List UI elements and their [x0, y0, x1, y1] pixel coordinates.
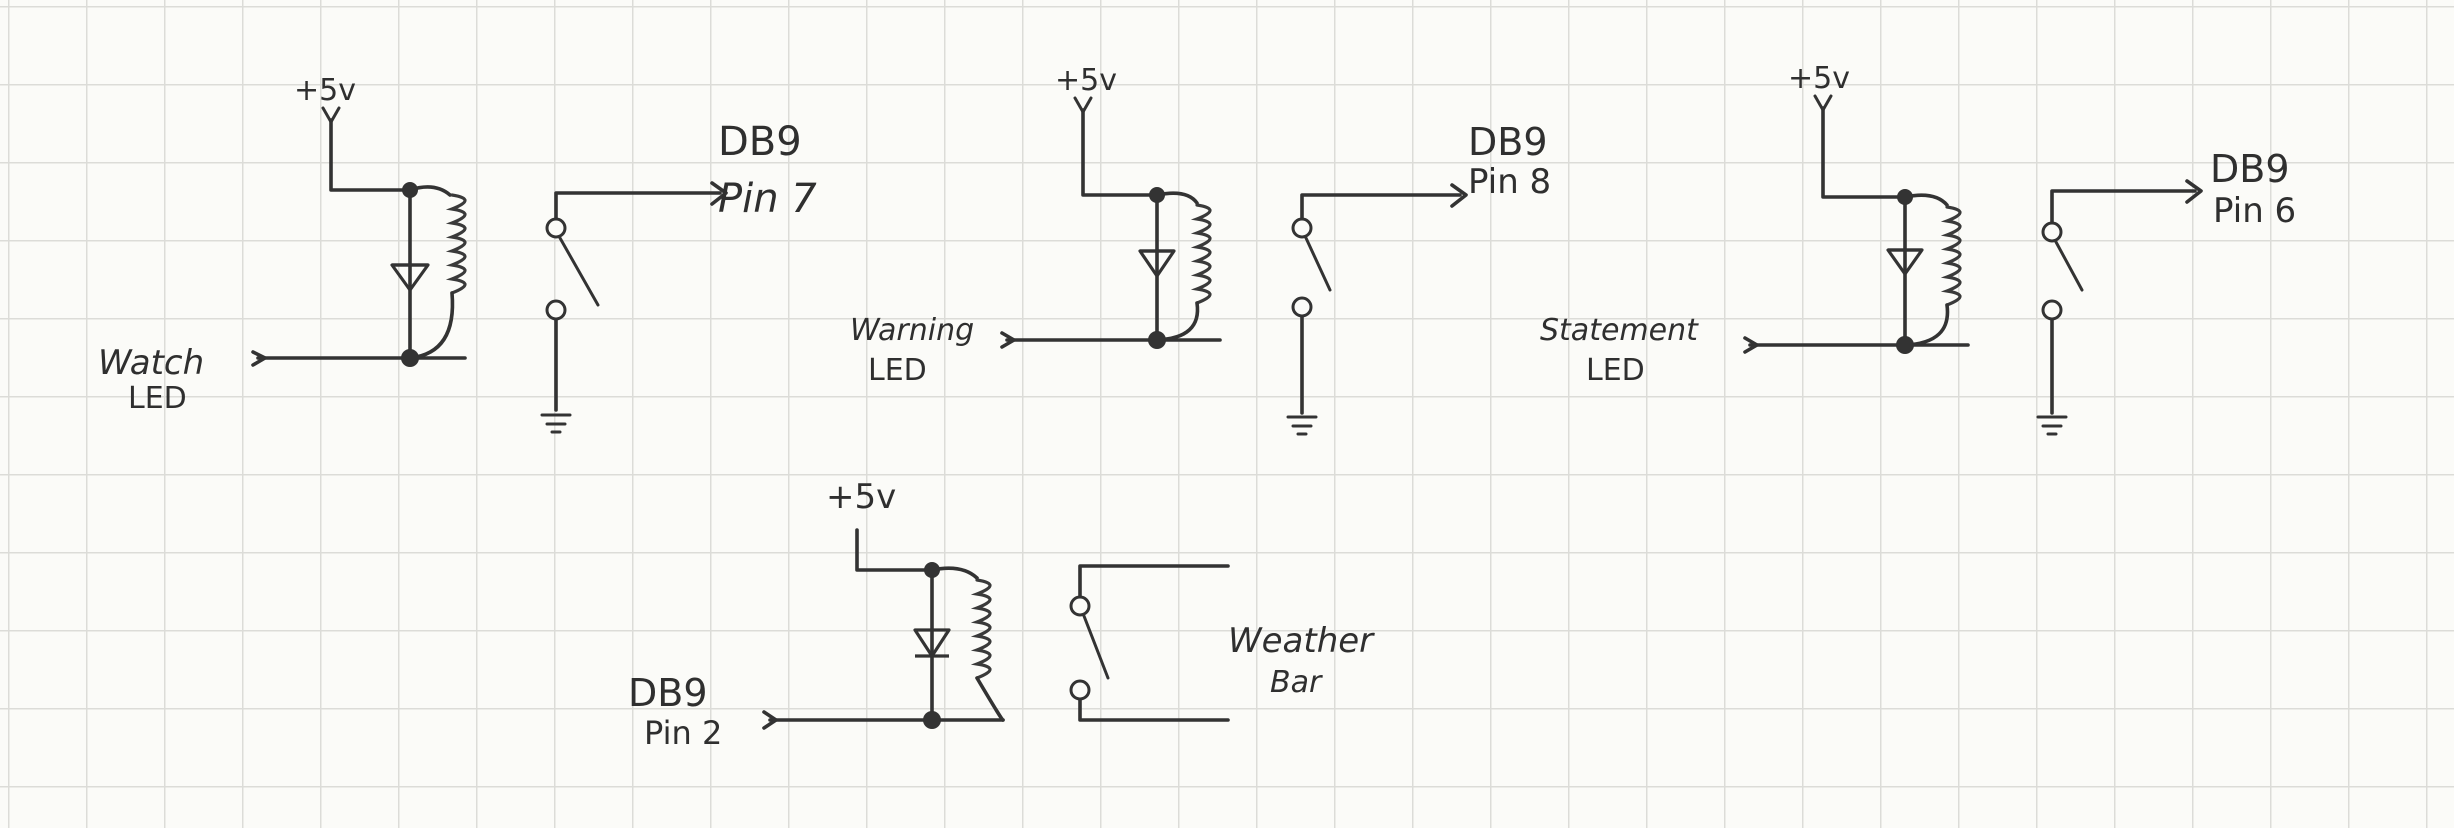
- relay-switch-watch: [540, 181, 728, 434]
- supply-label-statement: +5v: [1788, 61, 1850, 96]
- junction-weatherbar-top: [924, 562, 940, 578]
- input-label-weatherbar: DB9: [628, 671, 708, 715]
- junction-statement-top: [1897, 189, 1913, 205]
- supply-label-weatherbar: +5v: [826, 477, 896, 517]
- supply-label-watch: +5v: [294, 73, 356, 108]
- coil-weatherbar: [975, 578, 992, 680]
- junction-watch-top: [402, 182, 418, 198]
- relay-switch-statement: [2036, 179, 2203, 436]
- input-sub-statement: LED: [1586, 353, 1645, 388]
- junction-warning-bottom: [1148, 331, 1166, 349]
- relay-switch-warning: [1286, 183, 1468, 436]
- input-sub-weatherbar: Pin 2: [644, 714, 722, 752]
- diode-watch: [390, 263, 430, 292]
- junction-weatherbar-bottom: [923, 711, 941, 729]
- circuit-warning: +5v Warning LED DB9 Pin 8: [850, 63, 1551, 436]
- diode-warning: [1138, 249, 1176, 278]
- output-sub-statement: Pin 6: [2213, 191, 2296, 231]
- ground-symbol-watch: [540, 413, 572, 434]
- input-label-watch: Watch: [98, 343, 204, 383]
- output-label-weatherbar: Weather: [1228, 621, 1375, 661]
- coil-warning: [1195, 203, 1212, 305]
- coil-watch: [450, 193, 467, 295]
- output-sub-warning: Pin 8: [1468, 162, 1551, 202]
- output-label-watch: DB9: [718, 119, 802, 165]
- ground-symbol-statement: [2036, 415, 2068, 436]
- output-sub-weatherbar: Bar: [1270, 665, 1323, 700]
- relay-switch-weatherbar: [1069, 564, 1230, 722]
- output-label-statement: DB9: [2210, 147, 2290, 191]
- output-sub-watch: Pin 7: [718, 176, 817, 222]
- ground-symbol-warning: [1286, 415, 1318, 436]
- coil-statement: [1945, 205, 1962, 307]
- input-sub-warning: LED: [868, 353, 927, 388]
- junction-warning-top: [1149, 187, 1165, 203]
- circuit-weatherbar: +5v DB9 Pin 2 Weather Bar: [628, 477, 1375, 752]
- junction-watch-bottom: [401, 349, 419, 367]
- input-label-warning: Warning: [850, 313, 974, 348]
- input-label-statement: Statement: [1540, 313, 1699, 348]
- diode-statement: [1886, 248, 1924, 276]
- circuit-statement: +5v Statement LED DB9 Pin 6: [1540, 61, 2296, 436]
- diode-weatherbar: [913, 628, 951, 658]
- supply-label-warning: +5v: [1055, 63, 1117, 98]
- input-sub-watch: LED: [128, 381, 187, 416]
- junction-statement-bottom: [1896, 336, 1914, 354]
- output-label-warning: DB9: [1468, 120, 1548, 164]
- circuit-watch: +5v Watch LED DB9 Pin 7: [98, 73, 817, 434]
